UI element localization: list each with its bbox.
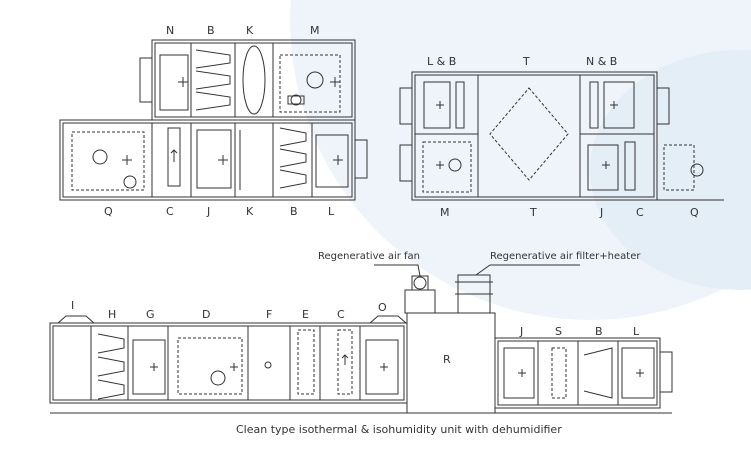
bottom-label-c: C <box>337 308 345 321</box>
top-left-label-c: C <box>166 205 174 218</box>
top-right-label-m: M <box>440 206 450 219</box>
top-left-label-j: J <box>207 205 211 218</box>
callout-regenerative-air-filter-heater: Regenerative air filter+heater <box>490 251 641 262</box>
top-left-label-m: M <box>310 24 320 37</box>
top-right-label-t-bottom: T <box>530 206 537 219</box>
top-left-label-l: L <box>328 205 335 218</box>
callout-regenerative-air-fan: Regenerative air fan <box>318 251 421 262</box>
top-left-label-b-bottom: B <box>290 205 298 218</box>
top-right-label-c: C <box>636 206 644 219</box>
bottom-label-h: H <box>108 308 117 321</box>
bottom-label-s: S <box>555 325 562 338</box>
top-right-label-q: Q <box>690 206 699 219</box>
diagram-caption: Clean type isothermal & isohumidity unit… <box>236 423 562 436</box>
bottom-label-o: O <box>378 301 387 314</box>
bottom-label-b: B <box>595 325 603 338</box>
bottom-label-d: D <box>202 308 211 321</box>
top-left-label-n: N <box>166 24 175 37</box>
bottom-label-j: J <box>520 325 524 338</box>
bottom-label-i: I <box>71 299 75 312</box>
bottom-label-l: L <box>633 325 640 338</box>
top-right-label-j: J <box>600 206 604 219</box>
bottom-label-e: E <box>302 308 309 321</box>
top-left-label-q: Q <box>104 205 113 218</box>
bottom-label-r: R <box>443 353 451 366</box>
bottom-label-g: G <box>146 308 155 321</box>
top-left-label-b: B <box>207 24 215 37</box>
top-right-label-t: T <box>523 55 530 68</box>
bottom-label-f: F <box>266 308 273 321</box>
top-right-label-nb: N & B <box>586 55 618 68</box>
top-right-label-lb: L & B <box>427 55 457 68</box>
top-left-label-k-bottom: K <box>246 205 254 218</box>
top-left-label-k: K <box>246 24 254 37</box>
